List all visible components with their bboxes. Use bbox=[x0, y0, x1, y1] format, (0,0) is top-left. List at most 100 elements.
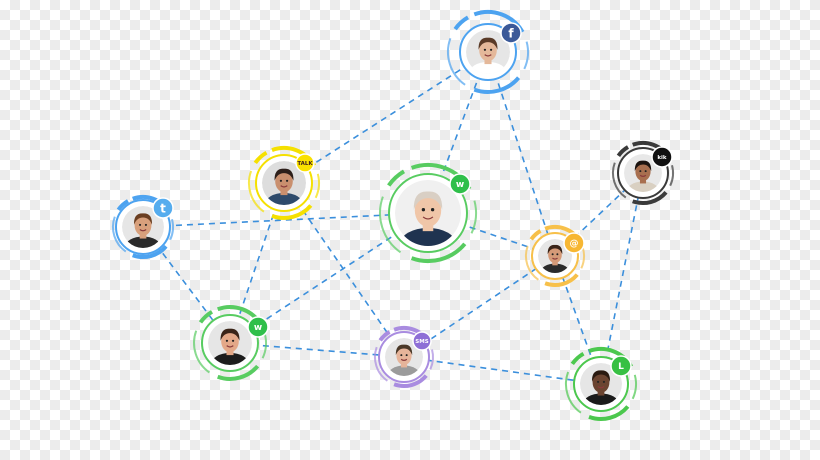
badge-circle bbox=[295, 153, 315, 173]
avatar-shirt bbox=[399, 227, 457, 246]
badge-label: w bbox=[254, 323, 262, 333]
badge-label: TALK bbox=[297, 161, 313, 167]
avatar-shirt bbox=[265, 192, 303, 205]
avatar-face bbox=[134, 214, 152, 236]
ring-segment bbox=[393, 374, 428, 388]
avatar-eye bbox=[556, 253, 559, 256]
ring-segment bbox=[529, 229, 542, 241]
kik-icon[interactable]: kik bbox=[651, 146, 673, 168]
badge-label: w bbox=[456, 180, 464, 190]
facebook-icon[interactable]: f bbox=[500, 22, 522, 44]
edge-n-email-n-sms bbox=[403, 255, 556, 358]
ring-segment bbox=[248, 170, 265, 213]
ring-segment bbox=[314, 173, 320, 199]
ring-segment bbox=[374, 346, 388, 382]
contact-node-kakaotalk[interactable]: TALK bbox=[248, 146, 320, 220]
avatar-shirt bbox=[211, 352, 249, 365]
ring-segment bbox=[473, 76, 521, 94]
avatar-eye bbox=[405, 354, 408, 357]
ring-segment bbox=[525, 245, 539, 281]
ring-segment bbox=[169, 218, 175, 241]
avatar-eye bbox=[489, 48, 493, 51]
contact-node-twitter[interactable]: t bbox=[112, 195, 175, 259]
ring-segment bbox=[253, 150, 268, 165]
edge-n-sms-n-line bbox=[403, 356, 602, 385]
avatar bbox=[395, 180, 461, 246]
avatar-shirt bbox=[125, 236, 161, 248]
avatar-shirt bbox=[469, 61, 507, 74]
ring-segment bbox=[112, 216, 127, 253]
ring-segment bbox=[632, 190, 668, 205]
ring-segment bbox=[565, 371, 582, 414]
ring-segment bbox=[271, 204, 313, 220]
avatar-eye bbox=[644, 170, 647, 173]
avatar-eye bbox=[421, 208, 426, 212]
ring-segment bbox=[429, 349, 435, 370]
avatar bbox=[466, 30, 510, 74]
avatar-mouth bbox=[280, 185, 288, 188]
avatar-mouth bbox=[400, 358, 408, 362]
whatsapp-icon[interactable]: w bbox=[449, 173, 471, 195]
ring-segment bbox=[379, 196, 402, 254]
ring-segment bbox=[580, 248, 586, 269]
badge-circle bbox=[412, 331, 432, 351]
contact-node-whatsapp[interactable]: w bbox=[193, 305, 269, 381]
avatar-mouth bbox=[639, 174, 647, 178]
ring-segment bbox=[410, 242, 467, 264]
avatar-hair bbox=[634, 160, 652, 172]
ring-segment bbox=[616, 145, 630, 158]
avatar-hair bbox=[133, 213, 153, 225]
sms-icon[interactable]: SMS bbox=[412, 331, 432, 351]
avatar-face bbox=[592, 371, 610, 393]
avatar-face bbox=[396, 345, 412, 365]
edge-n-facebook-n-kakao bbox=[283, 51, 489, 184]
contact-node-email[interactable]: @ bbox=[525, 225, 586, 287]
badge-circle bbox=[449, 173, 471, 195]
avatar-eye bbox=[639, 170, 642, 173]
twitter-icon[interactable]: t bbox=[152, 197, 174, 219]
avatar-shirt bbox=[540, 263, 570, 273]
avatar-hair bbox=[395, 344, 413, 356]
avatar bbox=[262, 161, 306, 205]
whatsapp-icon[interactable]: w bbox=[247, 316, 269, 338]
avatar-eye bbox=[597, 380, 600, 383]
badge-circle bbox=[247, 316, 269, 338]
avatar-eye bbox=[285, 179, 289, 182]
avatar bbox=[538, 239, 572, 273]
contact-node-line[interactable]: L bbox=[565, 347, 637, 421]
contact-node-whatsapp[interactable]: w bbox=[379, 163, 478, 264]
contact-node-facebook[interactable]: f bbox=[447, 10, 529, 94]
badge-label: L bbox=[618, 362, 624, 372]
ring-segment bbox=[387, 169, 406, 187]
avatar-eye bbox=[144, 223, 147, 226]
ring-segment bbox=[217, 364, 260, 381]
avatar bbox=[580, 363, 622, 405]
avatar-mouth bbox=[139, 229, 147, 232]
avatar-face bbox=[479, 39, 497, 62]
ring-segment bbox=[612, 162, 627, 199]
avatar-hair bbox=[274, 168, 294, 181]
ring-segment bbox=[631, 374, 637, 400]
avatar-mouth bbox=[226, 345, 234, 348]
avatar-mouth bbox=[597, 386, 605, 389]
edge-n-facebook-n-email bbox=[487, 51, 556, 257]
contact-node-sms[interactable]: SMS bbox=[374, 326, 435, 388]
badge-circle bbox=[563, 232, 585, 254]
avatar-shirt bbox=[387, 365, 421, 376]
avatar bbox=[385, 338, 423, 376]
contact-node-kik[interactable]: kik bbox=[612, 141, 675, 205]
badge-circle bbox=[500, 22, 522, 44]
avatar-eye bbox=[231, 339, 235, 342]
badge-circle bbox=[152, 197, 174, 219]
avatar-eye bbox=[400, 354, 403, 357]
ring-segment bbox=[447, 37, 466, 86]
kakaotalk-icon[interactable]: TALK bbox=[295, 153, 315, 173]
avatar-shirt bbox=[626, 181, 660, 192]
avatar-hair bbox=[478, 37, 498, 50]
edge-n-kik-n-line bbox=[600, 172, 644, 385]
ring-segment bbox=[570, 351, 585, 366]
envelope-icon[interactable]: @ bbox=[563, 232, 585, 254]
line-icon[interactable]: L bbox=[610, 355, 632, 377]
badge-label: SMS bbox=[415, 339, 428, 345]
